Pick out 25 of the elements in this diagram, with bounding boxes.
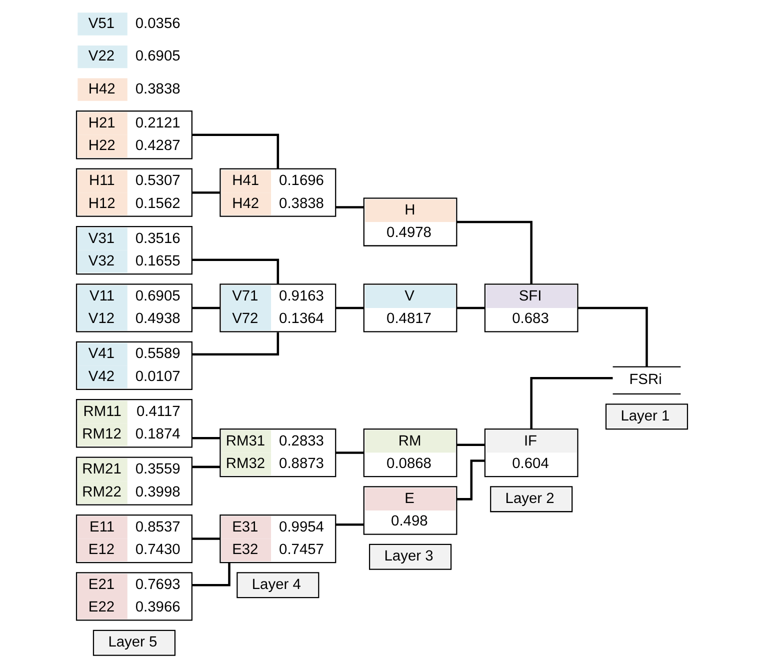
connector xyxy=(192,538,220,540)
node-box: H42 xyxy=(78,78,128,101)
connector xyxy=(192,134,280,169)
connector xyxy=(192,436,220,440)
connector xyxy=(336,524,364,526)
connector xyxy=(336,206,364,208)
connector xyxy=(192,306,220,310)
connector xyxy=(530,377,613,429)
connector xyxy=(192,466,220,468)
connector xyxy=(456,220,532,284)
connector xyxy=(192,332,280,356)
connector xyxy=(192,258,280,284)
connector xyxy=(192,191,220,194)
node-label: 0.6905 xyxy=(135,48,180,65)
node-box: V51 xyxy=(78,12,128,36)
connector xyxy=(456,306,485,310)
connector xyxy=(336,452,364,454)
connector xyxy=(192,563,230,586)
connector xyxy=(578,306,648,367)
connector xyxy=(336,306,364,310)
node-label: 0.0356 xyxy=(135,16,180,32)
node-box: V22 xyxy=(78,46,128,68)
node-text: FSRi xyxy=(629,372,662,388)
node-label: 0.3838 xyxy=(135,81,180,98)
connector xyxy=(456,444,485,446)
